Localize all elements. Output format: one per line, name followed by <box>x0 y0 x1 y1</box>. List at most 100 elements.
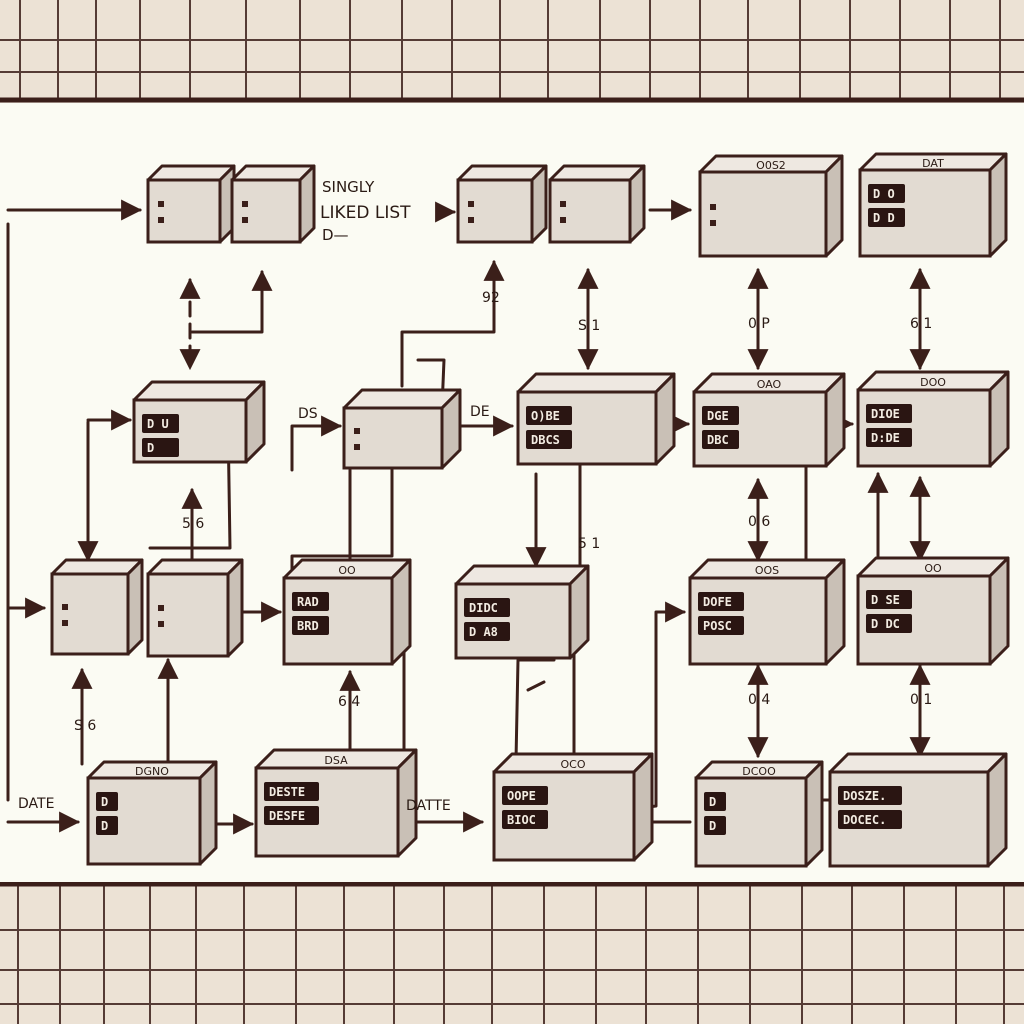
node-front-face <box>454 582 572 660</box>
node-tag <box>292 616 329 635</box>
label-06: 0 6 <box>748 514 770 530</box>
top-grid-band <box>0 0 1024 103</box>
label-04: 0 4 <box>748 692 770 708</box>
node-top-label: OO <box>924 562 942 575</box>
arrow-ds-to-b06 <box>290 415 343 472</box>
node-side-face <box>654 372 676 466</box>
node-tag-text: D <box>101 819 108 833</box>
node-side-face <box>988 152 1008 258</box>
node-tag <box>702 406 739 425</box>
node-tag-text: DBC <box>707 433 729 447</box>
node-tag-text: D <box>709 819 716 833</box>
node-tag <box>264 806 319 825</box>
node-tag <box>464 598 510 617</box>
node-tag-text: DIDC <box>469 601 498 615</box>
node-top-label: OOS <box>755 564 779 577</box>
label-92: 92 <box>482 290 500 306</box>
node-b10 <box>50 558 144 656</box>
node-b02b <box>548 164 646 244</box>
node-tag <box>502 810 548 829</box>
bottom-grid-band <box>0 881 1024 1024</box>
node-tag <box>698 592 744 611</box>
label-01: 0 1 <box>910 692 932 708</box>
node-top-face <box>146 558 244 576</box>
arrow-b13-loop2 <box>526 680 546 692</box>
node-top-label: DGNO <box>135 765 169 778</box>
label-61: 6 1 <box>910 316 932 332</box>
node-b01b <box>230 164 316 244</box>
node-tag-text: D <box>709 795 716 809</box>
node-side-face <box>568 564 590 660</box>
node-tag <box>868 208 905 227</box>
node-top-label: DCOO <box>742 765 776 778</box>
node-front-face <box>230 178 302 244</box>
node-tag <box>866 404 912 423</box>
node-side-face <box>988 370 1010 468</box>
node-b02 <box>456 164 548 244</box>
node-side-face <box>824 154 844 258</box>
node-tag-text: BRD <box>297 619 319 633</box>
node-b06 <box>342 388 462 470</box>
node-dot <box>710 220 716 226</box>
node-side-face <box>986 752 1008 868</box>
node-front-face <box>342 406 444 470</box>
node-tag-text: BIOC <box>507 813 536 827</box>
node-tag <box>142 414 179 433</box>
node-b15: OOD SED DC <box>856 556 1010 666</box>
node-top-label: DAT <box>922 157 944 170</box>
node-tag-text: RAD <box>297 595 319 609</box>
label-s6: S 6 <box>74 718 96 734</box>
node-top-face <box>454 564 590 586</box>
node-tag <box>702 430 739 449</box>
node-b03: O0S2 <box>698 154 844 258</box>
node-dot <box>158 621 164 627</box>
node-dot <box>62 620 68 626</box>
node-top-face <box>132 380 266 402</box>
node-tag <box>866 428 912 447</box>
node-dot <box>158 201 164 207</box>
node-tag <box>838 810 902 829</box>
node-top-label: DOO <box>920 376 946 389</box>
node-front-face <box>516 390 658 466</box>
node-tag-text: D SE <box>871 593 900 607</box>
node-side-face <box>126 558 144 656</box>
node-dot <box>158 217 164 223</box>
node-front-face <box>50 572 130 656</box>
label-date-mid: DATTE <box>406 798 451 814</box>
node-tag-text: DESFE <box>269 809 305 823</box>
title-block: SINGLY LIKED LIST D— <box>320 178 411 244</box>
edge-labels: DS DE DATE DATTE 92 S 1 0 P 6 1 5 6 5 1 … <box>18 290 932 814</box>
node-dot <box>242 217 248 223</box>
node-top-face <box>516 372 676 394</box>
node-tag-text: DOSZE. <box>843 789 886 803</box>
node-dot <box>710 204 716 210</box>
label-56: 5 6 <box>182 516 204 532</box>
node-side-face <box>244 380 266 464</box>
node-side-face <box>226 558 244 658</box>
node-tag-text: DBCS <box>531 433 560 447</box>
label-64: 6 4 <box>338 694 360 710</box>
node-tag <box>866 590 912 609</box>
node-side-face <box>824 372 846 468</box>
node-tag-text: D:DE <box>871 431 900 445</box>
node-tag <box>704 816 726 835</box>
node-tag <box>838 786 902 805</box>
node-dot <box>354 428 360 434</box>
node-top-face <box>828 752 1008 774</box>
node-side-face <box>198 760 218 866</box>
node-top-label: O0S2 <box>756 159 786 172</box>
node-tag-text: D A8 <box>469 625 498 639</box>
title-line-1: SINGLY <box>322 178 375 196</box>
node-front-face <box>146 178 222 244</box>
node-side-face <box>396 748 418 858</box>
node-top-label: OAO <box>757 378 782 391</box>
node-tag-text: D O <box>873 187 895 201</box>
node-side-face <box>440 388 462 470</box>
